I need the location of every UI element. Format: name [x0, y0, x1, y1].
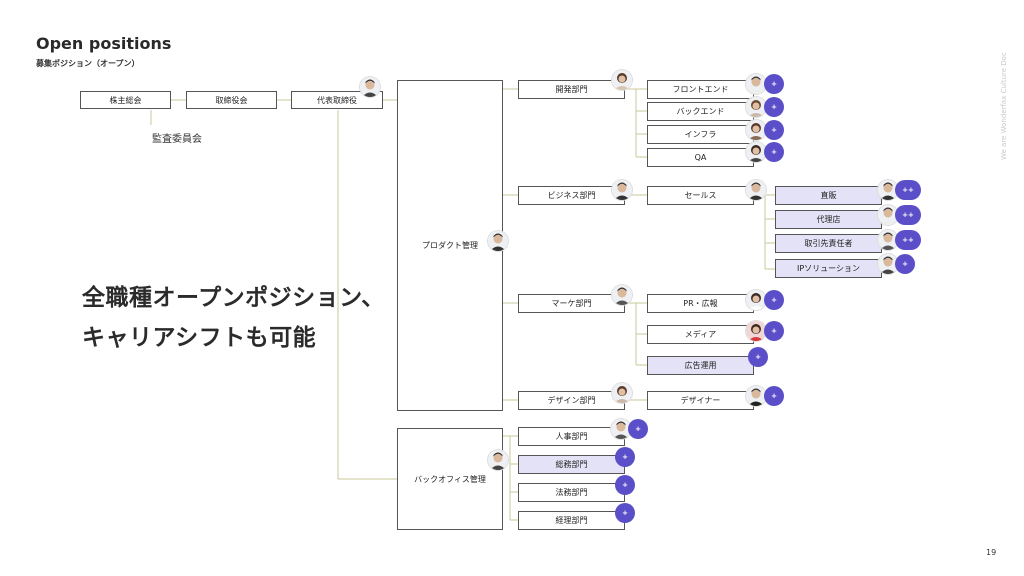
sales-ip-solution: IPソリューション	[775, 259, 882, 278]
add-person-icon: +	[748, 347, 768, 367]
dept-general-affairs: 総務部門	[518, 455, 625, 474]
person-avatar	[360, 77, 380, 97]
sales-account-manager: 取引先責任者	[775, 234, 882, 253]
person-avatar	[746, 142, 766, 162]
person-avatar	[746, 290, 766, 310]
sales-agency: 代理店	[775, 210, 882, 229]
sales-direct: 直販	[775, 186, 882, 205]
person-avatar	[746, 180, 766, 200]
add-people-icon: ++	[895, 180, 921, 200]
audit-committee-label: 監査委員会	[152, 130, 202, 145]
add-person-icon: +	[764, 74, 784, 94]
role-media: メディア	[647, 325, 754, 344]
dept-accounting: 経理部門	[518, 511, 625, 530]
add-person-icon: +	[764, 142, 784, 162]
dept-hr: 人事部門	[518, 427, 625, 446]
role-frontend: フロントエンド	[647, 80, 754, 99]
add-person-icon: +	[764, 97, 784, 117]
person-avatar	[746, 97, 766, 117]
person-avatar	[612, 383, 632, 403]
person-avatar	[612, 285, 632, 305]
dept-marketing: マーケ部門	[518, 294, 625, 313]
add-person-icon: +	[764, 386, 784, 406]
role-backend: バックエンド	[647, 102, 754, 121]
dept-legal: 法務部門	[518, 483, 625, 502]
person-avatar	[612, 70, 632, 90]
role-infra: インフラ	[647, 125, 754, 144]
add-person-icon: +	[764, 120, 784, 140]
add-person-icon: +	[764, 321, 784, 341]
role-qa: QA	[647, 148, 754, 167]
add-person-icon: +	[764, 290, 784, 310]
board-box: 取締役会	[186, 91, 277, 109]
add-person-icon: +	[615, 503, 635, 523]
person-avatar	[746, 120, 766, 140]
person-avatar	[746, 74, 766, 94]
role-designer: デザイナー	[647, 391, 754, 410]
add-person-icon: +	[895, 254, 915, 274]
add-people-icon: ++	[895, 205, 921, 225]
backoffice-management-box: バックオフィス管理	[397, 428, 503, 530]
product-management-box: プロダクト管理	[397, 80, 503, 411]
shareholders-box: 株主総会	[80, 91, 171, 109]
person-avatar	[746, 321, 766, 341]
person-avatar	[488, 231, 508, 251]
role-sales: セールス	[647, 186, 754, 205]
dept-design: デザイン部門	[518, 391, 625, 410]
dept-biz: ビジネス部門	[518, 186, 625, 205]
add-person-icon: +	[628, 419, 648, 439]
person-avatar	[746, 386, 766, 406]
role-pr: PR・広報	[647, 294, 754, 313]
add-people-icon: ++	[895, 230, 921, 250]
add-person-icon: +	[615, 475, 635, 495]
role-ads: 広告運用	[647, 356, 754, 375]
dept-dev: 開発部門	[518, 80, 625, 99]
person-avatar	[612, 180, 632, 200]
add-person-icon: +	[615, 447, 635, 467]
person-avatar	[488, 450, 508, 470]
